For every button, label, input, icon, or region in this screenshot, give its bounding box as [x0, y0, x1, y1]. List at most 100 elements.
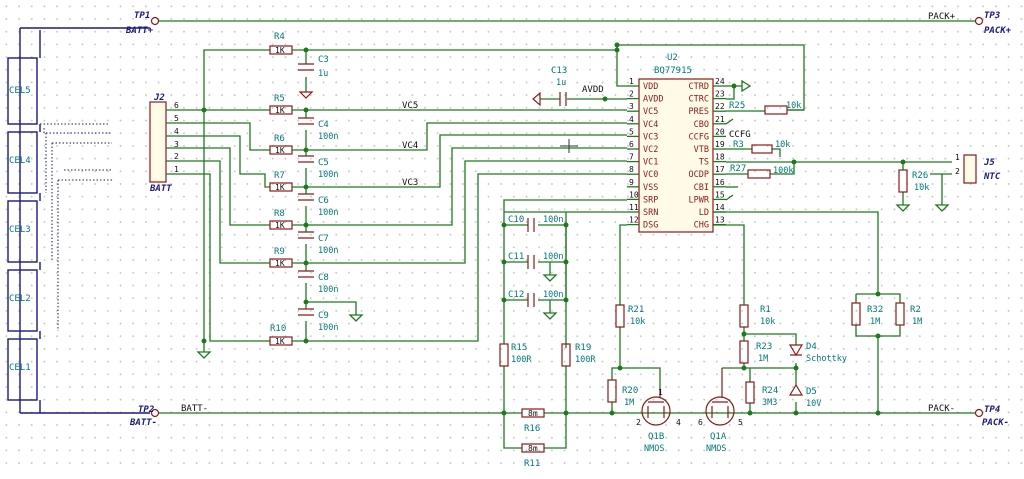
- svg-text:1K: 1K: [275, 337, 285, 346]
- ic-pin-name: PRES: [689, 107, 709, 117]
- svg-text:C12: C12: [508, 290, 524, 300]
- net-label-pack-plus: PACK+: [928, 12, 956, 22]
- svg-text:R26: R26: [912, 171, 928, 181]
- ic-u2-bq77915[interactable]: U2 BQ77915: [638, 53, 714, 233]
- svg-text:6: 6: [174, 101, 179, 110]
- svg-text:R32: R32: [867, 305, 883, 315]
- connector-j2[interactable]: J2 BATT: [149, 93, 172, 194]
- svg-text:100n: 100n: [318, 208, 338, 218]
- ic-pin-name: AVDD: [643, 95, 663, 105]
- svg-text:PACK-: PACK-: [982, 418, 1009, 428]
- svg-text:100n: 100n: [318, 170, 338, 180]
- svg-text:1M: 1M: [758, 354, 768, 364]
- testpoint-tp1[interactable]: TP1 BATT+: [125, 11, 160, 36]
- svg-text:R15: R15: [511, 343, 527, 353]
- ic-pin-name: VDD: [643, 82, 658, 92]
- svg-text:C8: C8: [318, 273, 329, 283]
- svg-text:TP1: TP1: [134, 11, 150, 21]
- j2-pin-numbers: 6 5 4 3 2 1: [174, 101, 179, 174]
- svg-text:2: 2: [174, 152, 179, 161]
- svg-text:J2: J2: [153, 93, 165, 103]
- svg-text:8m: 8m: [528, 444, 538, 453]
- svg-text:R9: R9: [274, 247, 285, 257]
- svg-text:BATT-: BATT-: [129, 418, 157, 428]
- svg-text:1M: 1M: [624, 398, 634, 408]
- ic-pin-name: CCFG: [689, 132, 709, 142]
- testpoint-tp2[interactable]: TP2 BATT-: [129, 405, 160, 428]
- svg-text:D4: D4: [806, 342, 817, 352]
- testpoint-tp3[interactable]: TP3 PACK+: [974, 11, 1012, 36]
- ic-pin-number: 14: [715, 203, 725, 212]
- connector-j5[interactable]: J5 NTC: [963, 154, 1001, 184]
- svg-text:100R: 100R: [575, 355, 596, 365]
- mosfet-q1b[interactable]: [641, 388, 671, 426]
- svg-text:3M3: 3M3: [762, 398, 777, 408]
- cell-label: CEL5: [9, 86, 31, 96]
- svg-text:NMOS: NMOS: [644, 444, 664, 454]
- svg-text:R19: R19: [575, 343, 591, 353]
- svg-text:100n: 100n: [543, 252, 563, 262]
- svg-text:1u: 1u: [318, 69, 328, 79]
- svg-text:D5: D5: [806, 387, 817, 397]
- svg-text:C3: C3: [318, 55, 329, 65]
- ic-pin-number: 17: [715, 165, 725, 174]
- svg-text:10k: 10k: [786, 101, 801, 111]
- svg-text:Q1A: Q1A: [710, 432, 727, 442]
- ic-pin-name: LPWR: [689, 195, 710, 205]
- svg-text:10V: 10V: [806, 399, 821, 409]
- ic-pin-name: VC2: [643, 145, 658, 155]
- net-label-vc5: VC5: [402, 101, 418, 111]
- ic-pin-number: 9: [629, 178, 634, 187]
- ic-pin-name: VC4: [643, 120, 658, 130]
- cell-label: CEL4: [9, 156, 31, 166]
- svg-text:100n: 100n: [318, 132, 338, 142]
- capacitor-stack: [298, 63, 314, 316]
- svg-text:1: 1: [174, 165, 179, 174]
- svg-text:1: 1: [955, 153, 960, 162]
- ic-pin-number: 12: [629, 216, 639, 225]
- svg-text:C10: C10: [508, 215, 524, 225]
- testpoint-tp4[interactable]: TP4 PACK-: [974, 405, 1010, 428]
- svg-text:R11: R11: [524, 459, 540, 469]
- svg-text:5: 5: [738, 418, 743, 427]
- ic-pin-number: 21: [715, 115, 725, 124]
- net-label-avdd: AVDD: [582, 85, 604, 95]
- ic-pin-name: CHG: [694, 221, 709, 231]
- ic-pin-name: CTRC: [689, 95, 709, 105]
- svg-text:1K: 1K: [275, 146, 285, 155]
- svg-text:2: 2: [955, 167, 960, 176]
- svg-text:1K: 1K: [275, 46, 285, 55]
- ic-pin-name: SRP: [643, 195, 658, 205]
- svg-text:10k: 10k: [775, 140, 790, 150]
- svg-text:TP4: TP4: [984, 405, 1000, 415]
- ic-pin-number: 23: [715, 90, 725, 99]
- ic-pin-number: 16: [715, 178, 725, 187]
- svg-text:3: 3: [174, 140, 179, 149]
- ic-pin-number: 7: [629, 153, 634, 162]
- ic-pin-number: 22: [715, 102, 725, 111]
- ic-pin-name: CBO: [694, 120, 709, 130]
- net-label-batt-minus: BATT-: [181, 404, 208, 414]
- mosfet-q1a[interactable]: [705, 368, 735, 426]
- ic-pin-number: 13: [715, 216, 725, 225]
- svg-text:BQ77915: BQ77915: [654, 66, 692, 76]
- net-label-pack-minus: PACK-: [928, 404, 955, 414]
- svg-text:BATT: BATT: [149, 184, 172, 194]
- svg-text:TP3: TP3: [984, 11, 1000, 21]
- net-label-vc4: VC4: [402, 141, 418, 151]
- ccfg-label: CCFG: [729, 130, 751, 140]
- svg-text:R20: R20: [622, 386, 638, 396]
- ic-pin-number: 2: [629, 90, 634, 99]
- svg-text:R25: R25: [729, 101, 745, 111]
- svg-text:1M: 1M: [870, 317, 880, 327]
- ic-pin-number: 20: [715, 127, 725, 136]
- svg-text:100n: 100n: [543, 215, 563, 225]
- svg-text:R6: R6: [274, 134, 285, 144]
- ic-pin-name: VC3: [643, 132, 658, 142]
- svg-text:Schottky: Schottky: [806, 354, 847, 364]
- svg-text:R24: R24: [762, 386, 778, 396]
- svg-text:100k: 100k: [773, 166, 793, 176]
- ic-pin-name: VC1: [643, 158, 658, 168]
- svg-text:R23: R23: [756, 342, 772, 352]
